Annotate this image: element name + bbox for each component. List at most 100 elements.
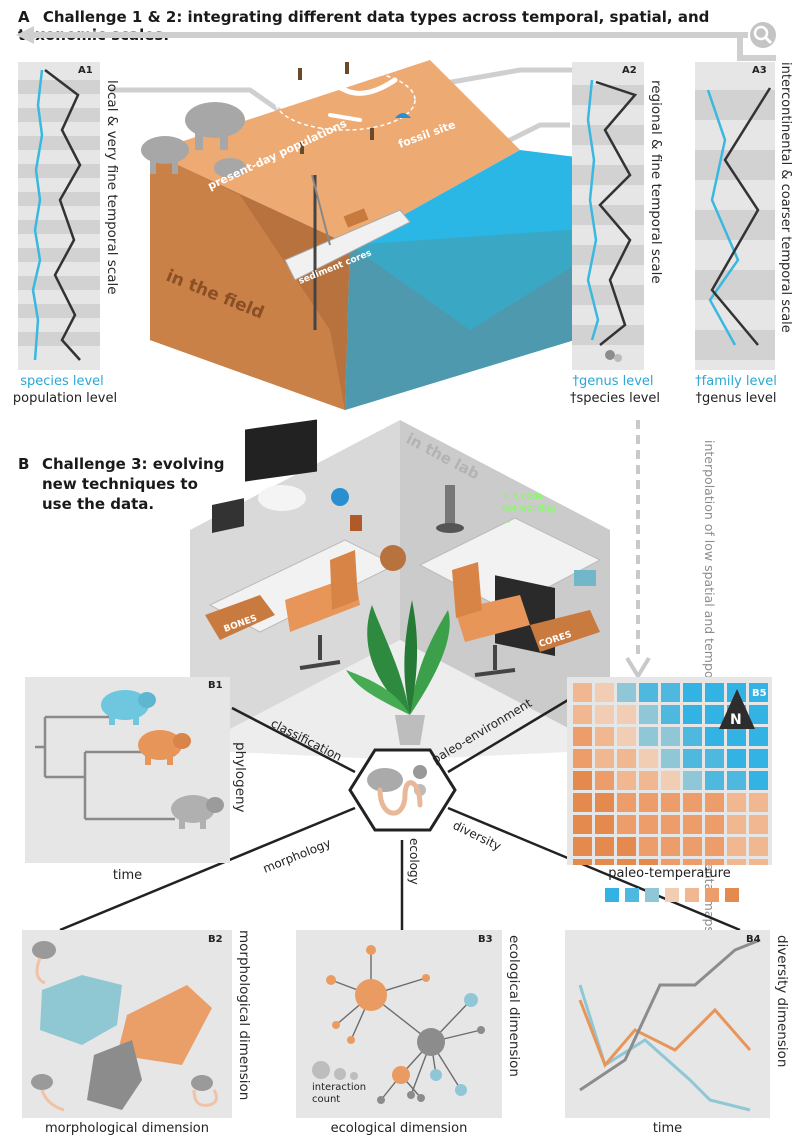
grid-cell (661, 793, 680, 812)
temperature-legend (605, 888, 739, 902)
panel-a3-level-top: †family level (695, 374, 777, 389)
grid-cell (683, 793, 702, 812)
north-label: N (730, 712, 742, 728)
grid-cell (705, 683, 724, 702)
grid-cell (573, 837, 592, 856)
grid-cell (749, 705, 768, 724)
panel-b5-tag: B5 (752, 688, 767, 699)
chair-right (452, 562, 530, 642)
panel-a3 (695, 62, 775, 370)
panel-b3-ylabel: ecological dimension (506, 935, 522, 1077)
grid-cell (617, 683, 636, 702)
grid-cell (749, 727, 768, 746)
paleo-temperature-grid: N (573, 683, 768, 878)
screen-line-1: > R code (502, 492, 544, 502)
grid-cell (617, 771, 636, 790)
grid-cell (573, 749, 592, 768)
panel-a2-scale-label: regional & fine temporal scale (648, 80, 664, 284)
grid-cell (705, 771, 724, 790)
ball-icon (380, 545, 406, 571)
grid-cell (727, 749, 746, 768)
panel-a3-tag: A3 (752, 65, 767, 76)
grid-cell (705, 749, 724, 768)
grid-cell (661, 837, 680, 856)
grid-cell (639, 793, 658, 812)
grid-cell (749, 793, 768, 812)
panel-b2 (22, 930, 232, 1118)
grid-cell (639, 771, 658, 790)
panel-b5: N (567, 677, 772, 878)
legend-circle-large (312, 1061, 330, 1079)
grid-cell (617, 815, 636, 834)
grid-cell (683, 749, 702, 768)
grid-cell (595, 749, 614, 768)
grid-cell (683, 815, 702, 834)
search-icon (750, 22, 776, 48)
panel-b2-tag: B2 (208, 934, 223, 945)
grid-cell (705, 815, 724, 834)
grid-cell (705, 859, 724, 878)
panel-a3-level-bottom: †genus level (695, 391, 777, 406)
grid-cell (661, 749, 680, 768)
challenge-b-line-1: Challenge 3: evolving (42, 455, 225, 473)
grid-cell (683, 859, 702, 878)
hub-label-ecology: ecology (407, 838, 421, 885)
grid-cell (705, 793, 724, 812)
grid-cell (595, 771, 614, 790)
grid-cell (639, 837, 658, 856)
grid-cell (727, 727, 746, 746)
grid-cell (661, 727, 680, 746)
morphospace-orange (117, 985, 212, 1065)
grid-cell (617, 793, 636, 812)
grid-cell (661, 683, 680, 702)
grid-cell (573, 859, 592, 878)
screen-line-2: not working (502, 504, 555, 514)
elephant-icon (141, 102, 246, 178)
panel-b1-xlabel: time (112, 868, 143, 883)
scale-arrow-head (16, 26, 34, 44)
grid-cell (573, 771, 592, 790)
grid-cell (705, 727, 724, 746)
challenge-a-letter: A (18, 8, 30, 26)
screen-line-3: ... (502, 516, 511, 526)
panel-b4 (565, 930, 770, 1118)
grid-cell (749, 837, 768, 856)
grid-cell (749, 749, 768, 768)
legend-line-2: count (312, 1094, 341, 1105)
grid-cell (705, 837, 724, 856)
panel-a3-scale-label: intercontinental & coarser temporal scal… (778, 62, 793, 333)
chair-left (285, 550, 360, 632)
grid-cell (705, 705, 724, 724)
grid-cell (749, 683, 768, 702)
diversity-line-blue (578, 984, 751, 1112)
network-node (355, 979, 387, 1011)
skull-icon-bottom-right (191, 1075, 219, 1107)
grid-cell (573, 705, 592, 724)
panel-b3 (296, 930, 502, 1118)
panel-a2-level-bottom: †species level (569, 391, 661, 406)
elephant-icon-blue (101, 690, 156, 725)
grid-cell (595, 705, 614, 724)
grid-cell (639, 705, 658, 724)
grid-cell (573, 815, 592, 834)
grid-cell (639, 859, 658, 878)
panel-b2-xlabel: morphological dimension (44, 1121, 210, 1136)
grid-cell (595, 683, 614, 702)
elephant-icon-grey (171, 795, 224, 829)
skull-icon-top (32, 941, 56, 985)
grid-cell (573, 683, 592, 702)
a1-population-line (44, 69, 82, 361)
panel-a1 (18, 62, 100, 370)
grid-cell (727, 793, 746, 812)
network-node (417, 1028, 445, 1056)
fossil-skull-icon (367, 765, 427, 816)
hub-label-diversity: diversity (451, 818, 504, 853)
challenge-b-line-2: new techniques to (42, 475, 198, 493)
hub-graphics: classification paleo-environment morphol… (59, 696, 741, 932)
grid-cell (727, 859, 746, 878)
grid-cell (595, 837, 614, 856)
a1-species-line (31, 69, 44, 361)
panel-b3-tag: B3 (478, 934, 493, 945)
panel-a2-level-top: †genus level (572, 374, 654, 389)
morphospace-grey (87, 1040, 142, 1110)
